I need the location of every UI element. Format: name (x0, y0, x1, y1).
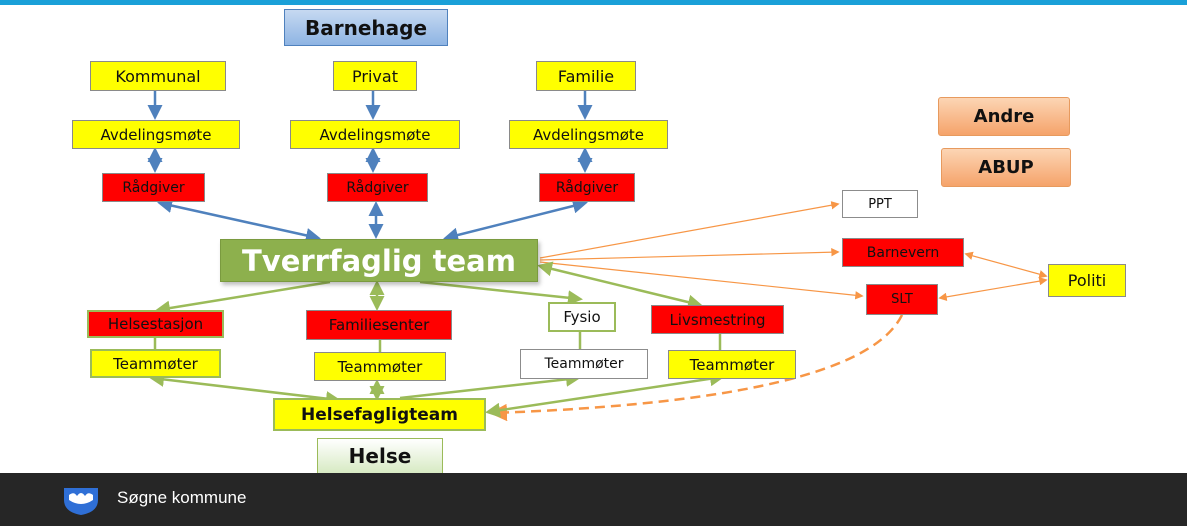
footer-organization-name: Søgne kommune (117, 488, 247, 507)
node-andre: Andre (938, 97, 1070, 136)
node-teammoter-livsmestring: Teammøter (668, 350, 796, 379)
node-familiesenter: Familiesenter (306, 310, 452, 340)
node-barnehage: Barnehage (284, 9, 448, 46)
node-ppt: PPT (842, 190, 918, 218)
node-helsefagligteam: Helsefagligteam (273, 398, 486, 431)
connector-lines (147, 91, 1048, 422)
node-privat: Privat (333, 61, 417, 91)
node-teammoter-familiesenter: Teammøter (314, 352, 446, 381)
node-familie: Familie (536, 61, 636, 91)
node-teammoter-fysio: Teammøter (520, 349, 648, 379)
node-slt: SLT (866, 284, 938, 315)
node-abup: ABUP (941, 148, 1071, 187)
node-avdelingsmote-kommunal: Avdelingsmøte (72, 120, 240, 149)
top-accent-bar (0, 0, 1187, 5)
node-radgiver-kommunal: Rådgiver (102, 173, 205, 202)
node-radgiver-privat: Rådgiver (327, 173, 428, 202)
node-politi: Politi (1048, 264, 1126, 297)
footer-bar: Søgne kommune (0, 473, 1187, 526)
node-helse: Helse (317, 438, 443, 474)
node-livsmestring: Livsmestring (651, 305, 784, 334)
node-helsestasjon: Helsestasjon (87, 310, 224, 338)
node-radgiver-familie: Rådgiver (539, 173, 635, 202)
sogne-coat-of-arms-icon (64, 488, 98, 515)
node-tverrfaglig-team: Tverrfaglig team (220, 239, 538, 282)
node-fysio: Fysio (548, 302, 616, 332)
node-barnevern: Barnevern (842, 238, 964, 267)
node-teammoter-helsestasjon: Teammøter (90, 349, 221, 378)
node-avdelingsmote-familie: Avdelingsmøte (509, 120, 668, 149)
node-kommunal: Kommunal (90, 61, 226, 91)
node-avdelingsmote-privat: Avdelingsmøte (290, 120, 460, 149)
